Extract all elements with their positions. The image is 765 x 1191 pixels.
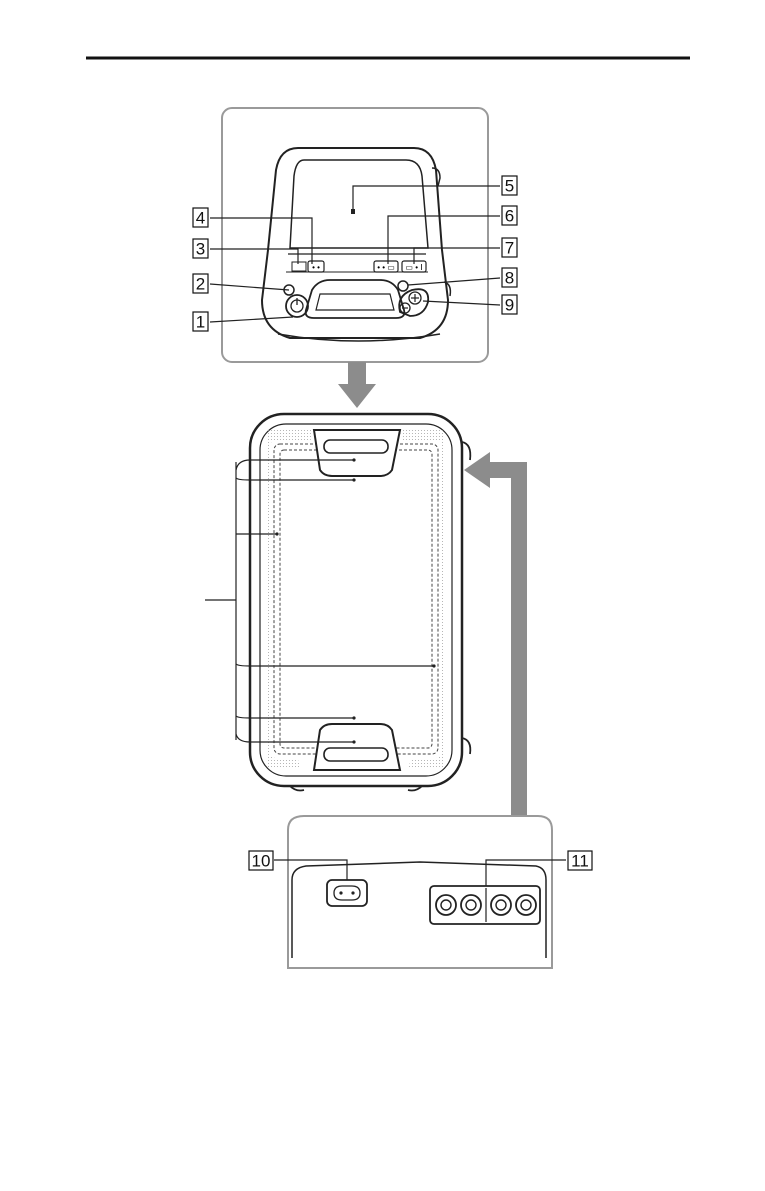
callout-2-label: 2 [196,275,205,294]
svg-text:• • ▭: • • ▭ [377,263,395,272]
callout-2: 2 [193,274,208,294]
callout-5-label: 5 [505,177,514,196]
rear-leader-lines [274,860,566,886]
callout-3: 3 [193,239,208,259]
callout-1: 1 [193,312,208,332]
callout-8: 8 [502,268,517,288]
down-arrow [338,362,376,408]
callout-10: 10 [249,851,273,871]
callout-3-label: 3 [196,240,205,259]
callout-9: 9 [502,295,517,315]
callout-5: 5 [502,176,517,196]
callout-6-label: 6 [505,207,514,226]
callout-11: 11 [568,851,592,871]
callout-6: 6 [502,206,517,226]
callout-10-label: 10 [252,852,271,871]
callout-8-label: 8 [505,269,514,288]
svg-text:• •: • • [312,263,320,272]
callout-4-label: 4 [196,209,205,228]
callout-7: 7 [502,238,517,258]
callout-9-label: 9 [505,296,514,315]
top-view-panel: • • • • ▭ ▭ • Ⅰ [222,108,488,362]
rear-arrow [464,452,527,816]
svg-text:▭ • Ⅰ: ▭ • Ⅰ [405,263,422,272]
callout-4: 4 [193,208,208,228]
rear-view-panel [288,816,552,968]
callout-11-label: 11 [571,852,589,871]
speaker-front-view [250,414,470,791]
callout-7-label: 7 [505,239,514,258]
callout-1-label: 1 [196,313,205,332]
